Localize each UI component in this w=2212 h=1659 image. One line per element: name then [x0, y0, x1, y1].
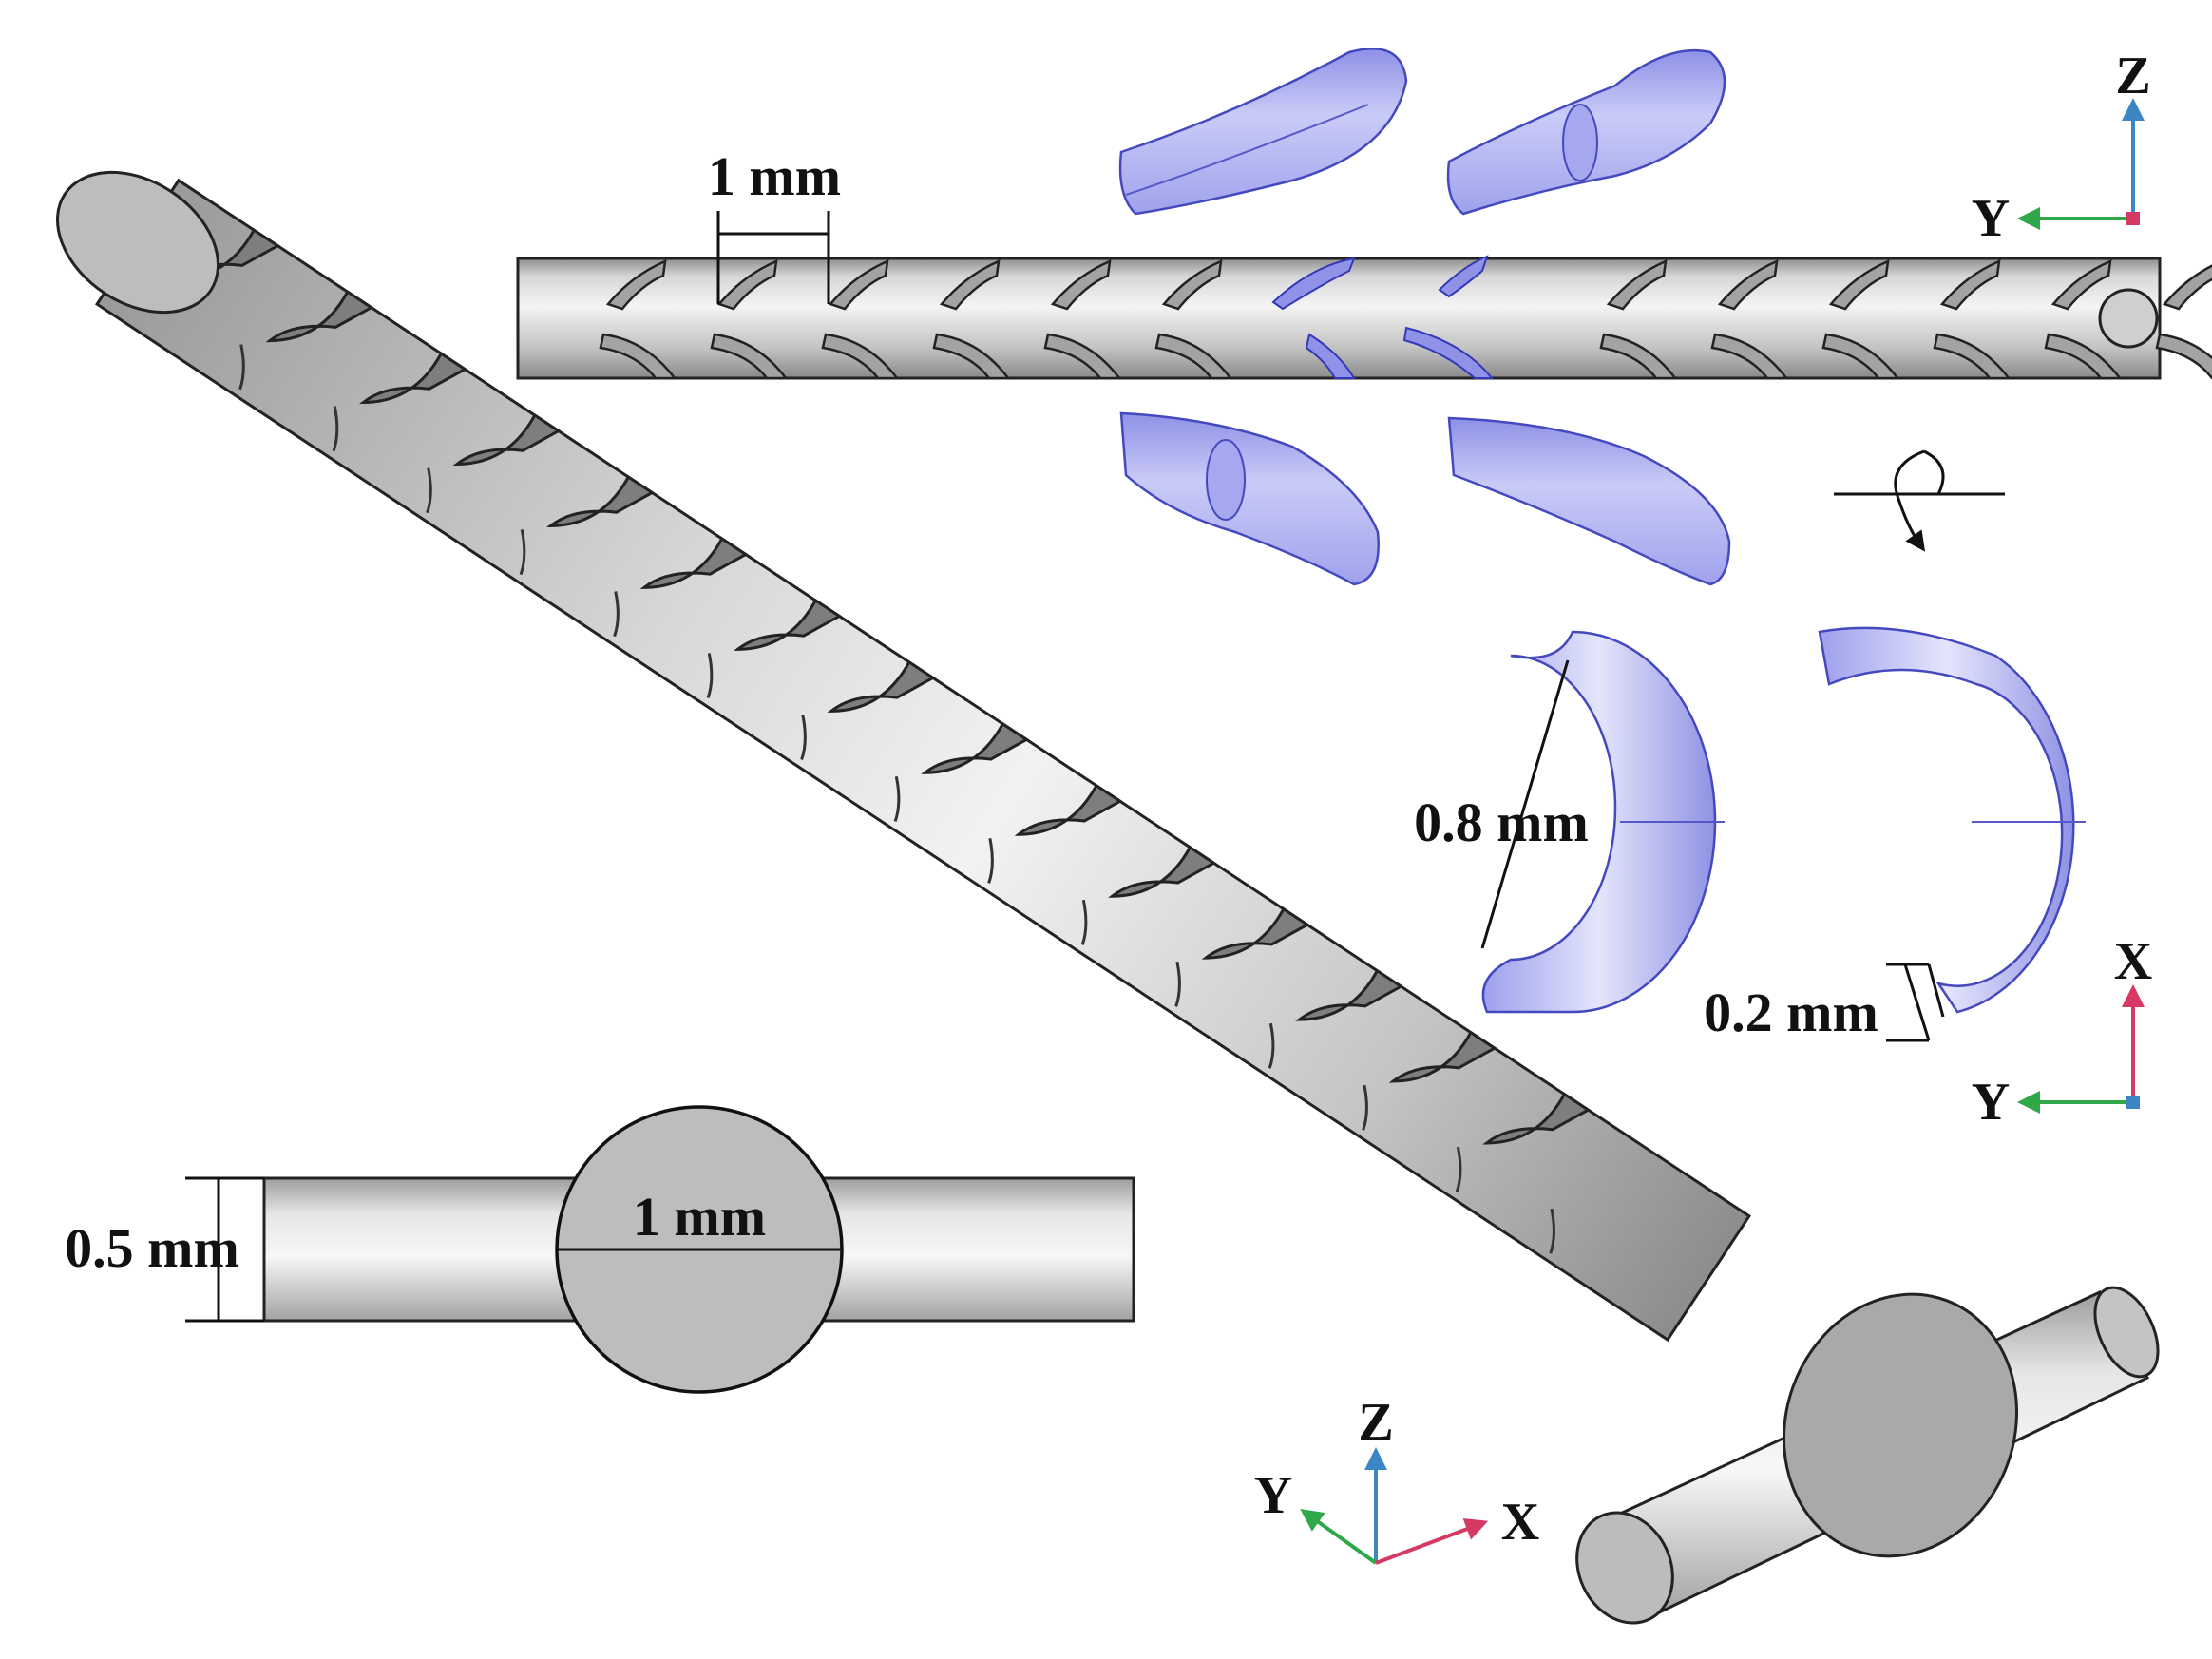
rod-diameter-label: 1 mm	[633, 1186, 766, 1248]
rod-slot	[921, 721, 1030, 884]
axes-plan-view: X Y	[1972, 932, 2152, 1132]
highlight-slot-4	[1402, 326, 1495, 379]
axes-isometric: Z Y X	[1254, 1393, 1539, 1565]
side-slot-bottom	[2155, 333, 2212, 380]
pin-end-left	[1575, 1511, 1674, 1625]
axes-top-view: Z Y	[1972, 47, 2151, 248]
side-slot-top	[1050, 258, 1112, 311]
rod-slot	[1388, 1030, 1497, 1192]
half-ring-left	[1480, 630, 1725, 1014]
side-slot-bottom	[932, 333, 1011, 380]
rod-slot	[546, 474, 656, 638]
rod-slot	[265, 289, 374, 452]
rod-slot	[1108, 845, 1217, 1007]
half-ring-right	[1818, 626, 2086, 1014]
axis-label-y-plan: Y	[1972, 1073, 2010, 1132]
front-view	[185, 1105, 1135, 1394]
side-slot-top	[716, 258, 778, 311]
axis-label-y-top: Y	[1972, 189, 2010, 248]
side-slot-bottom	[599, 333, 677, 380]
cutter-bottom-right	[1447, 416, 1731, 586]
side-slot-top	[939, 258, 1001, 311]
cutter-parts-bottom	[1119, 411, 1731, 586]
side-slot-bottom	[1599, 333, 1678, 380]
axis-label-x-plan: X	[2114, 932, 2152, 991]
slot-width-dimension	[1886, 963, 1945, 1042]
side-slot-top	[2162, 264, 2212, 311]
rotation-arrow-icon	[1834, 449, 2005, 552]
side-slot-top	[1161, 258, 1223, 311]
rod-slot	[452, 412, 562, 576]
side-view-rod: 1 mm	[516, 145, 2212, 380]
side-slot-bottom	[1043, 333, 1122, 380]
rod-slot	[639, 536, 749, 699]
side-rod-slots-top	[605, 258, 2212, 311]
cutter-top-left	[1118, 48, 1408, 216]
rod-slot	[734, 598, 843, 761]
side-slot-top	[1606, 258, 1668, 311]
rod-end-disk	[1782, 1292, 2019, 1558]
side-slot-bottom	[1154, 333, 1233, 380]
rod-slot	[1014, 783, 1123, 945]
side-slot-top	[1717, 258, 1779, 311]
rod-slot	[827, 659, 936, 822]
cutter-bottom-left	[1119, 411, 1380, 586]
side-slot-bottom	[1933, 333, 2012, 380]
side-slot-top	[2050, 258, 2112, 311]
rod-slot	[1295, 968, 1404, 1131]
axis-label-z-iso: Z	[1358, 1393, 1393, 1452]
side-rod-end-circle	[2098, 288, 2159, 349]
side-slot-top	[828, 258, 889, 311]
side-rod-slots-bottom	[599, 333, 2212, 380]
highlight-slot-2	[1438, 255, 1489, 298]
isometric-rod	[55, 170, 2160, 1625]
axis-label-x-iso: X	[1501, 1493, 1539, 1552]
rod-slots	[172, 228, 1592, 1254]
highlight-slot-1	[1271, 257, 1356, 311]
side-slot-bottom	[1710, 333, 1789, 380]
slot-width-label: 0.2 mm	[1704, 982, 1878, 1043]
side-slot-bottom	[821, 333, 900, 380]
side-slot-top	[1939, 258, 2001, 311]
pin-diameter-label: 0.5 mm	[65, 1217, 239, 1279]
side-slot-bottom	[710, 333, 789, 380]
rod-end-cap	[55, 170, 220, 315]
axis-label-y-iso: Y	[1254, 1466, 1292, 1525]
axis-label-z-top: Z	[2115, 47, 2150, 105]
pitch-label: 1 mm	[708, 145, 841, 207]
rod-slot	[1201, 906, 1310, 1069]
pin-end-right	[2093, 1286, 2160, 1379]
side-slot-top	[1828, 258, 1890, 311]
arc-diameter-label: 0.8 mm	[1414, 791, 1589, 853]
pin-diameter-dimension	[185, 1176, 264, 1323]
side-slot-bottom	[2044, 333, 2123, 380]
side-slot-top	[605, 258, 667, 311]
rod-slot	[359, 351, 468, 514]
side-slot-bottom	[1821, 333, 1900, 380]
arc-diameter-line	[1480, 659, 1570, 949]
cutter-parts-top	[1118, 48, 1726, 216]
rod-slot	[1482, 1092, 1592, 1254]
pitch-dimension	[716, 211, 830, 304]
highlight-slot-3	[1305, 333, 1356, 379]
